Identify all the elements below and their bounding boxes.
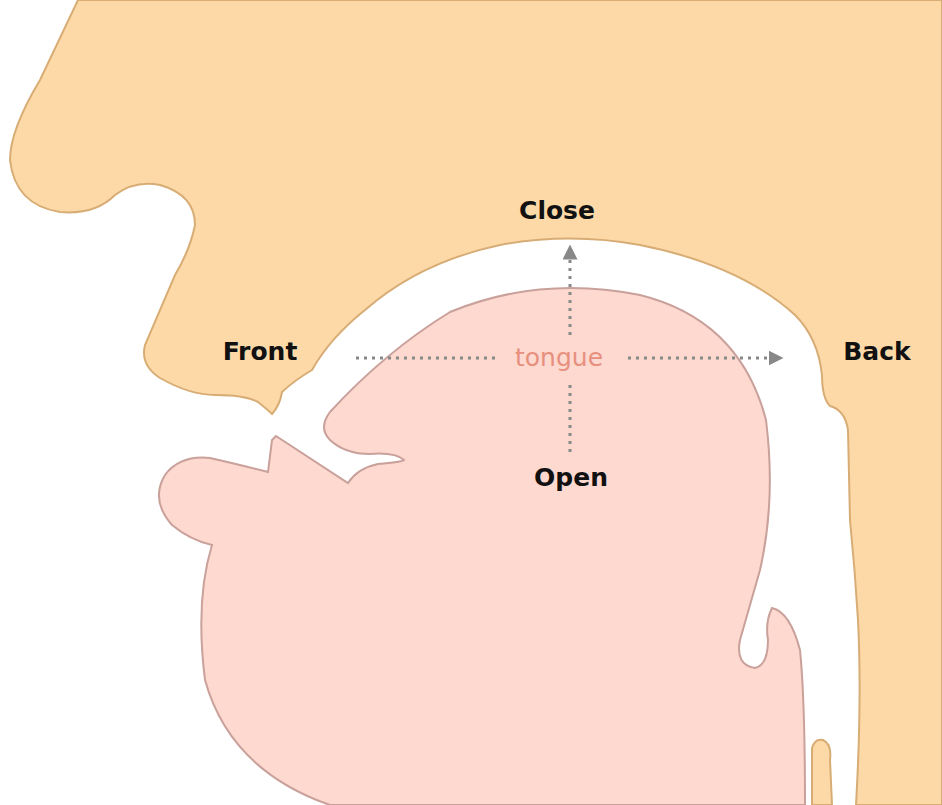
- organ-label: tongue: [515, 345, 603, 370]
- upper-head: [10, 0, 942, 805]
- front-arrow-line: [352, 357, 495, 360]
- axis-label: Open: [534, 465, 608, 490]
- axis-label: Back: [843, 339, 910, 364]
- open-arrow-line: [569, 385, 572, 453]
- close-arrow-line: [569, 252, 572, 335]
- axis-label: Close: [519, 198, 595, 223]
- axis-label: Front: [223, 339, 298, 364]
- tongue-and-jaw: [159, 288, 805, 805]
- back-arrow-line: [628, 357, 776, 360]
- epiglottis: [812, 740, 832, 805]
